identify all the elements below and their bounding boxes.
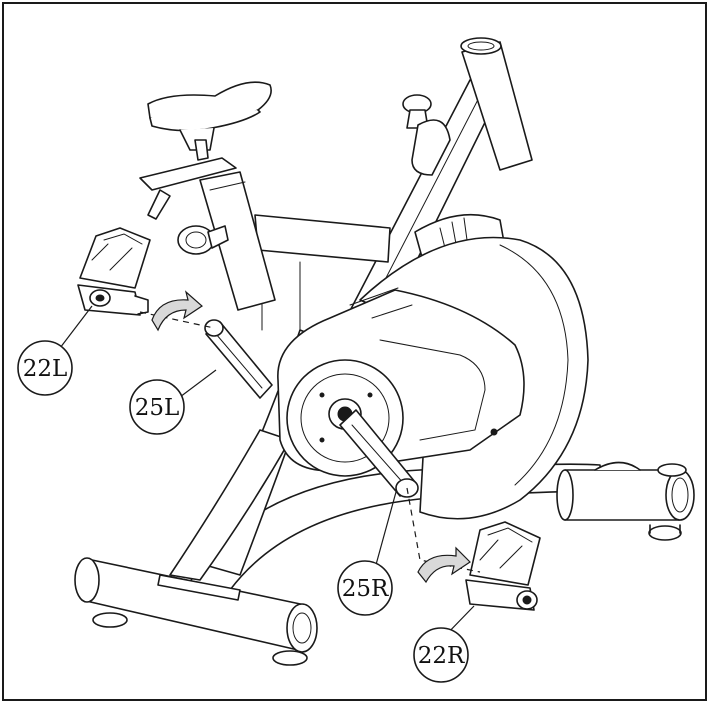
pedal-right [465, 521, 541, 611]
crank-arm-left [204, 319, 273, 399]
callout-22R: 22R [413, 627, 469, 683]
installation-guides [139, 290, 481, 584]
rotate-arrow-right-icon [417, 546, 471, 584]
callout-22L: 22L [17, 340, 73, 396]
rear-stabilizer [74, 557, 318, 666]
pedal-left [77, 227, 151, 316]
front-stabilizer [556, 461, 695, 541]
seat-assembly [139, 81, 276, 311]
callout-25L: 25L [129, 379, 185, 435]
callout-25R-label: 25R [342, 576, 389, 602]
callout-25R: 25R [337, 560, 393, 616]
callout-22R-label: 22R [418, 643, 465, 669]
callout-25L-label: 25L [135, 395, 180, 421]
callout-22L-label: 22L [23, 356, 68, 382]
rotate-arrow-left-icon [151, 290, 203, 332]
callouts: 22L 25L 25R 22R [17, 305, 475, 683]
